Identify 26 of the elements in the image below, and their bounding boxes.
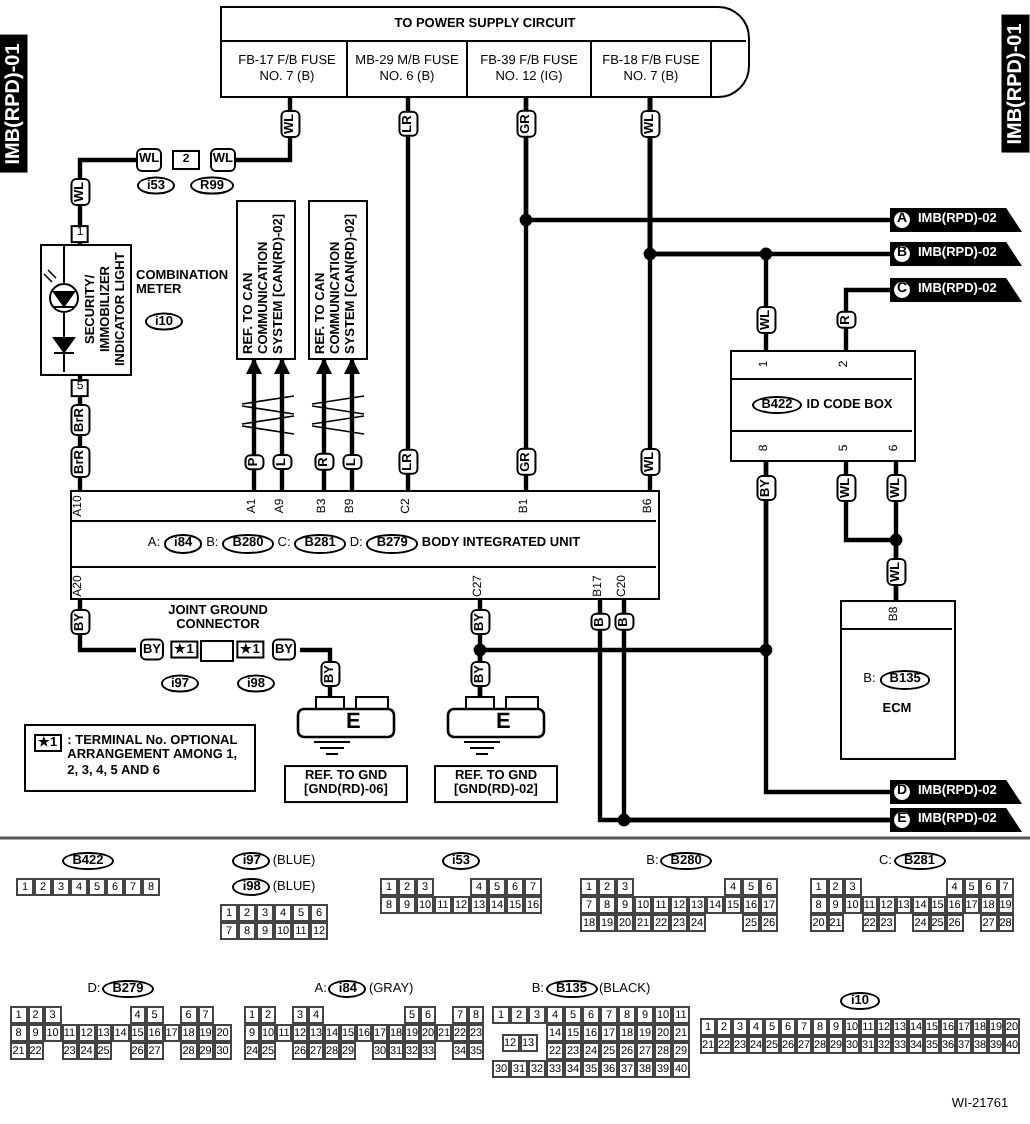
off-page-connector — [890, 208, 1022, 232]
arrow — [316, 358, 332, 490]
wire — [763, 462, 890, 795]
off-page-connector — [890, 242, 1022, 266]
control-unit-box — [70, 490, 660, 600]
wire — [647, 94, 773, 350]
note-box — [24, 724, 256, 792]
page-tab: IMB(RPD)-01 — [1002, 15, 1030, 153]
wire — [519, 94, 890, 227]
wire — [236, 94, 293, 163]
arrow — [274, 358, 290, 490]
wire — [405, 94, 411, 490]
page-tab: IMB(RPD)-01 — [0, 35, 28, 173]
arrow — [246, 358, 262, 490]
wire — [77, 600, 136, 653]
off-page-connector — [890, 808, 1022, 832]
power-supply-box — [220, 6, 750, 98]
terminal-letter: E — [346, 710, 361, 734]
wire — [843, 287, 890, 350]
off-page-connector — [890, 780, 1022, 804]
terminal-letter: E — [496, 710, 511, 734]
module-box — [730, 350, 916, 462]
arrow — [344, 358, 360, 490]
meter-box — [40, 244, 132, 376]
off-page-connector — [890, 278, 1022, 302]
module-box — [840, 600, 956, 760]
